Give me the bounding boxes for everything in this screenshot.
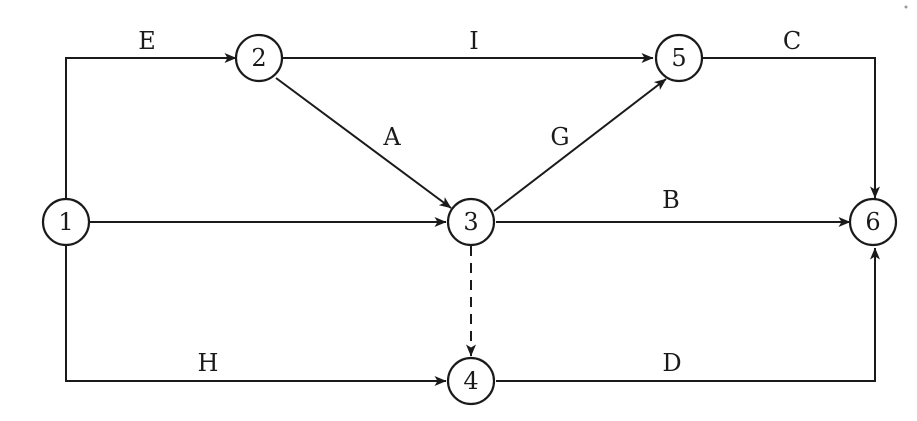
node-1-label: 1 xyxy=(58,208,73,236)
node-6-label: 6 xyxy=(865,208,880,236)
edge-label-g: G xyxy=(550,123,569,151)
edge-label-h: H xyxy=(198,349,219,377)
node-1-circle xyxy=(41,197,91,247)
node-4-label: 4 xyxy=(463,367,478,395)
node-3-circle xyxy=(446,197,496,247)
node-5-circle xyxy=(654,33,704,83)
edge-5-6-c xyxy=(703,57,880,199)
edge-label-c: C xyxy=(783,27,801,55)
node-2: 2 xyxy=(234,33,284,83)
edge-1-2-e xyxy=(65,53,237,199)
node-3-label: 3 xyxy=(463,208,478,236)
node-1: 1 xyxy=(41,197,91,247)
node-3: 3 xyxy=(446,197,496,247)
edge-label-i: I xyxy=(469,27,478,55)
scan-speck xyxy=(904,5,908,9)
edge-label-b: B xyxy=(662,186,680,214)
edge-3-5-g xyxy=(493,78,667,212)
node-5-label: 5 xyxy=(671,44,686,72)
node-2-label: 2 xyxy=(251,44,266,72)
node-4: 4 xyxy=(446,356,496,406)
edge-2-3-a xyxy=(275,77,452,209)
edge-label-a: A xyxy=(382,123,401,151)
edge-4-6-d xyxy=(496,247,880,382)
node-4-circle xyxy=(446,356,496,406)
node-6: 6 xyxy=(848,197,898,247)
node-2-circle xyxy=(234,33,284,83)
node-6-circle xyxy=(848,197,898,247)
edge-1-4-h xyxy=(65,246,447,386)
edge-label-d: D xyxy=(662,349,681,377)
edge-label-e: E xyxy=(138,27,156,55)
node-5: 5 xyxy=(654,33,704,83)
